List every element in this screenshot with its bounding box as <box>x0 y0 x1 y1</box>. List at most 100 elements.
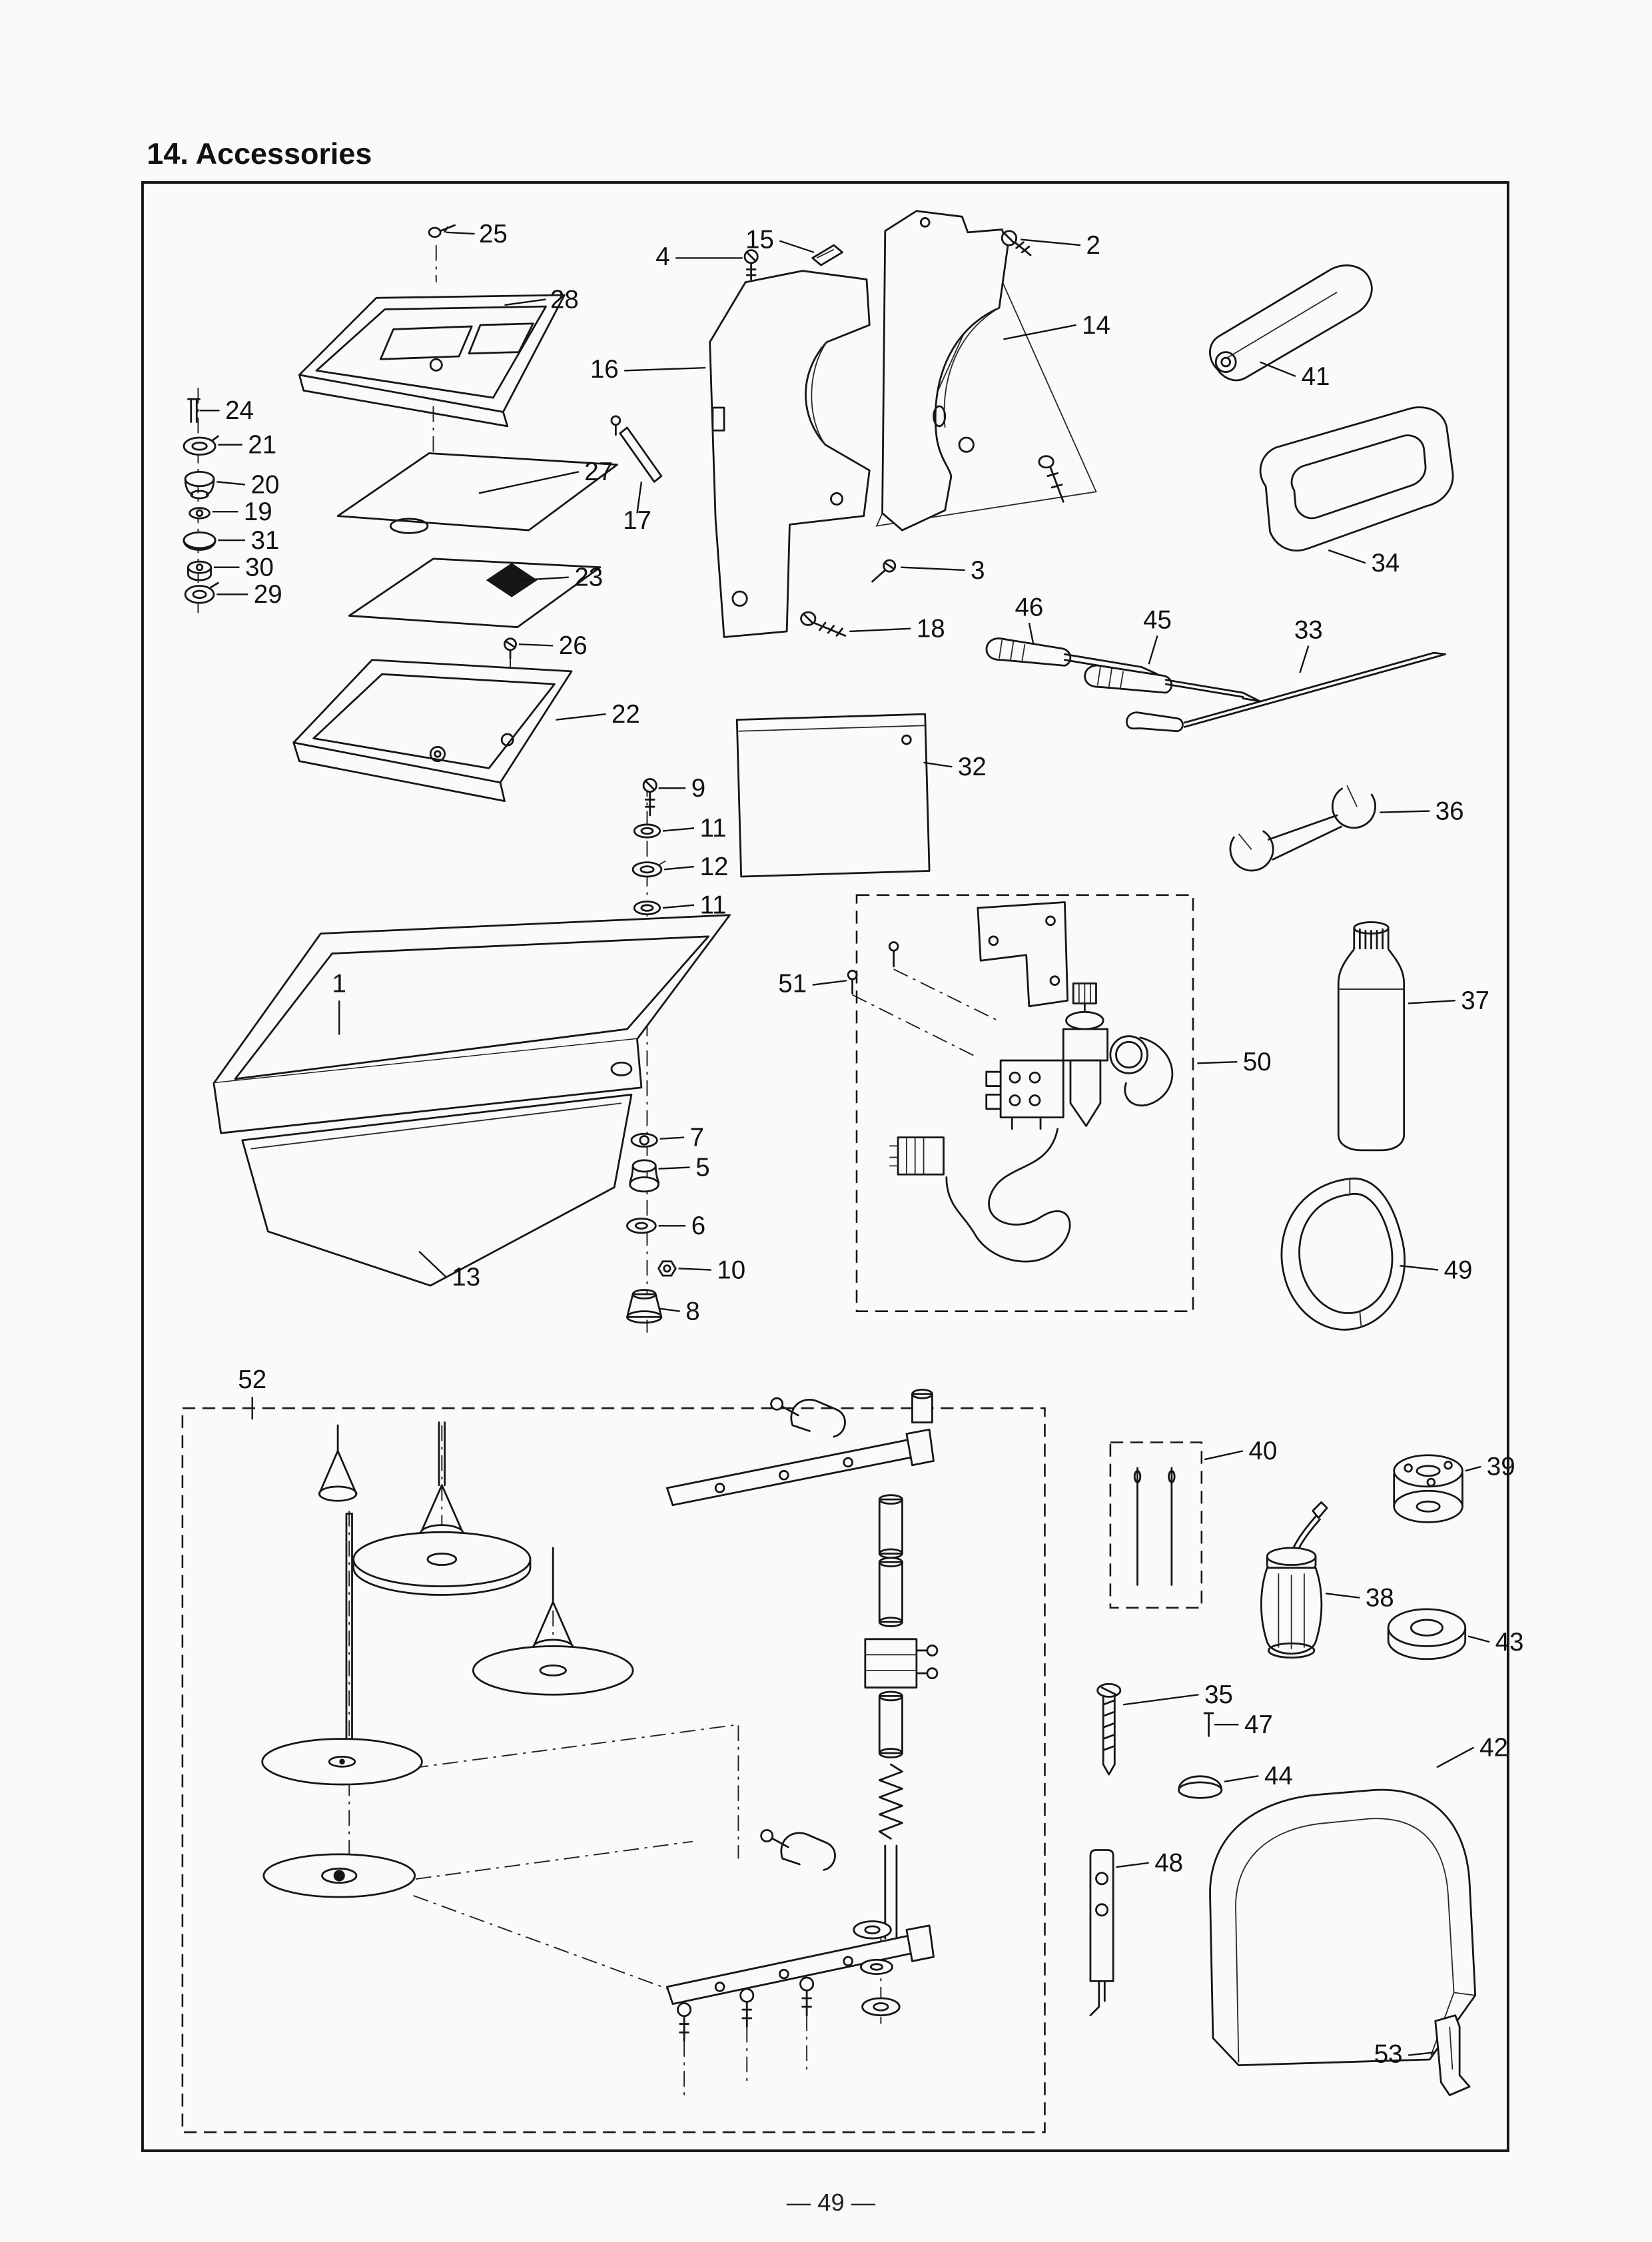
leader-51 <box>812 980 847 986</box>
leader-50 <box>1197 1061 1238 1064</box>
part-25-screw <box>428 224 456 238</box>
leader-8 <box>658 1308 680 1312</box>
part-4-screw <box>743 249 759 280</box>
leader-38 <box>1325 1593 1360 1599</box>
callout-32: 32 <box>958 753 987 781</box>
part-11-washer-b <box>633 901 661 916</box>
callout-37: 37 <box>1461 986 1489 1015</box>
leader-27 <box>478 471 579 494</box>
part-42-cover <box>1209 1788 1477 2066</box>
leader-41 <box>1260 361 1296 378</box>
callout-46: 46 <box>1015 593 1044 621</box>
part-7-washer <box>630 1132 658 1148</box>
part-12-washer <box>631 860 666 878</box>
part-35-screw <box>1096 1682 1122 1776</box>
leader-2 <box>1020 238 1081 246</box>
part-28-tray <box>298 294 566 428</box>
part-49-belt <box>1280 1178 1406 1331</box>
leader-25 <box>446 231 475 235</box>
leader-15 <box>779 240 815 253</box>
part-1-tray <box>212 914 731 1287</box>
callout-48: 48 <box>1154 1849 1183 1878</box>
part-23-pad <box>348 558 602 628</box>
part-29-ring <box>184 581 219 604</box>
part-3-screw <box>871 559 897 583</box>
part-14-cover <box>875 210 1097 532</box>
leader-3 <box>901 566 965 571</box>
stand-arm-top <box>666 1388 935 1507</box>
leader-46 <box>1028 622 1034 645</box>
leader-16 <box>624 366 706 372</box>
callout-11: 11 <box>700 814 727 843</box>
spool-rest-small <box>318 1424 358 1502</box>
part-30-ring <box>187 560 212 581</box>
part-15-clip <box>811 244 843 266</box>
callout-13: 13 <box>452 1263 480 1292</box>
leader-13 <box>418 1250 447 1278</box>
callout-53: 53 <box>1374 2040 1403 2068</box>
callout-39: 39 <box>1487 1453 1515 1481</box>
part-36-wrench <box>1229 785 1376 872</box>
callout-6: 6 <box>691 1212 705 1240</box>
leader-22 <box>556 713 606 721</box>
stand-disc-1 <box>261 1738 423 1786</box>
part-50-pneumatic-unit <box>847 894 1194 1312</box>
callout-21: 21 <box>248 431 276 460</box>
callout-43: 43 <box>1495 1628 1524 1657</box>
callout-42: 42 <box>1479 1733 1508 1762</box>
leader-45 <box>1148 635 1158 665</box>
leader-39 <box>1465 1465 1481 1472</box>
leader-32 <box>923 761 953 768</box>
callout-11: 11 <box>700 891 727 920</box>
part-8-foot <box>626 1289 663 1324</box>
leader-5 <box>658 1166 690 1170</box>
part-48-plate <box>1089 1849 1114 2017</box>
callout-45: 45 <box>1143 606 1172 635</box>
callout-31: 31 <box>251 526 280 555</box>
callout-15: 15 <box>745 225 774 254</box>
callout-38: 38 <box>1366 1584 1394 1613</box>
part-47-pin <box>1203 1712 1214 1737</box>
part-45-screwdriver <box>1084 664 1261 703</box>
callout-41: 41 <box>1302 362 1330 391</box>
callout-27: 27 <box>584 458 613 486</box>
callout-36: 36 <box>1436 797 1464 825</box>
leader-14 <box>1003 324 1076 340</box>
leader-18 <box>849 627 911 633</box>
callout-17: 17 <box>623 506 651 535</box>
callout-7: 7 <box>690 1123 704 1152</box>
part-46-screwdriver <box>985 637 1158 675</box>
leader-11 <box>662 827 695 832</box>
part-33-screwdriver <box>1126 651 1447 733</box>
callout-20: 20 <box>251 470 280 499</box>
part-40-needles <box>1109 1441 1203 1609</box>
part-26-screw <box>504 637 517 660</box>
part-18-screw <box>800 611 847 637</box>
callout-49: 49 <box>1444 1256 1473 1284</box>
part-13-lip <box>241 1094 633 1287</box>
callout-51: 51 <box>778 969 807 998</box>
leader-42 <box>1436 1746 1475 1768</box>
leader-7 <box>659 1136 685 1140</box>
part-38-oiler <box>1260 1501 1328 1659</box>
leader-35 <box>1122 1694 1199 1706</box>
part-39-bobbins <box>1393 1454 1463 1523</box>
callout-47: 47 <box>1244 1710 1273 1739</box>
callout-35: 35 <box>1204 1681 1233 1709</box>
part-6-washer <box>626 1218 657 1234</box>
part-21-ring <box>183 435 219 456</box>
leader-26 <box>518 643 554 647</box>
callout-28: 28 <box>550 285 579 314</box>
callout-30: 30 <box>245 554 274 582</box>
part-2-screw <box>1001 230 1032 256</box>
part-20-cup <box>184 470 215 500</box>
part-31-cup <box>183 531 216 551</box>
callout-9: 9 <box>691 774 705 803</box>
callout-18: 18 <box>917 615 945 643</box>
callout-16: 16 <box>590 355 619 384</box>
leader-48 <box>1116 1862 1149 1868</box>
part-5-grommet <box>629 1159 659 1193</box>
diagram-border <box>141 181 1509 2152</box>
